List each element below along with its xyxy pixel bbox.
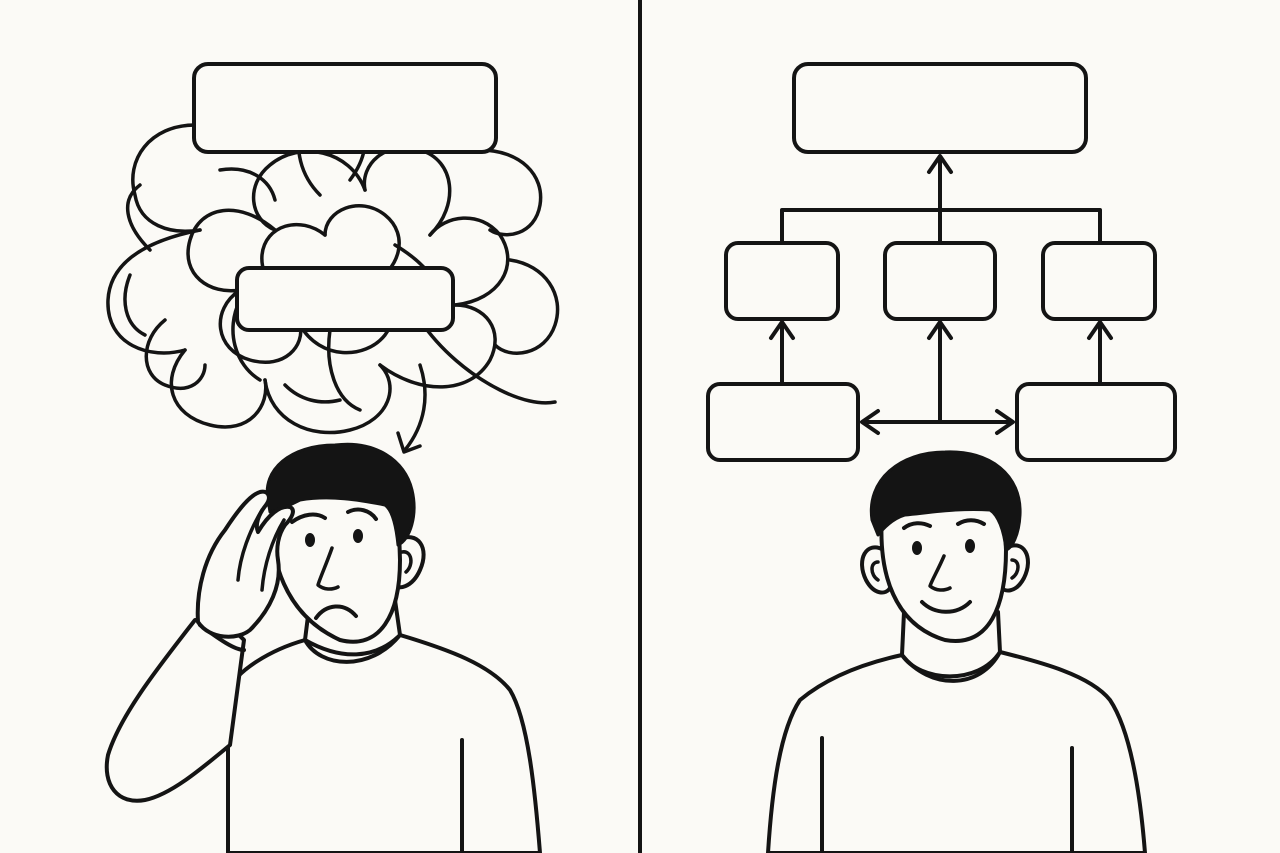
organized-panel [706, 62, 1177, 853]
confused-person [104, 442, 542, 853]
hierarchy-top-box [792, 62, 1088, 154]
confused-hand [195, 489, 295, 639]
frown-mouth [314, 604, 358, 620]
hierarchy-mid-center-box [883, 241, 997, 321]
hierarchy-bottom-left-box [706, 382, 860, 462]
hierarchy-bottom-right-box [1015, 382, 1177, 462]
smile-mouth [920, 600, 972, 614]
hierarchy-mid-right-box [1041, 241, 1157, 321]
confused-arm [104, 618, 246, 803]
confused-hair [265, 442, 416, 547]
organized-sweater [766, 650, 1147, 853]
hierarchy-mid-left-box [724, 241, 840, 321]
hierarchy-diagram-icon [706, 62, 1177, 462]
tangled-thoughts-icon [106, 62, 560, 454]
organized-person [766, 450, 1147, 853]
organized-hair [869, 450, 1022, 552]
tangled-center-box [235, 266, 455, 332]
tangled-top-box [192, 62, 498, 154]
confused-sweater [226, 633, 542, 853]
confused-panel [104, 62, 560, 853]
